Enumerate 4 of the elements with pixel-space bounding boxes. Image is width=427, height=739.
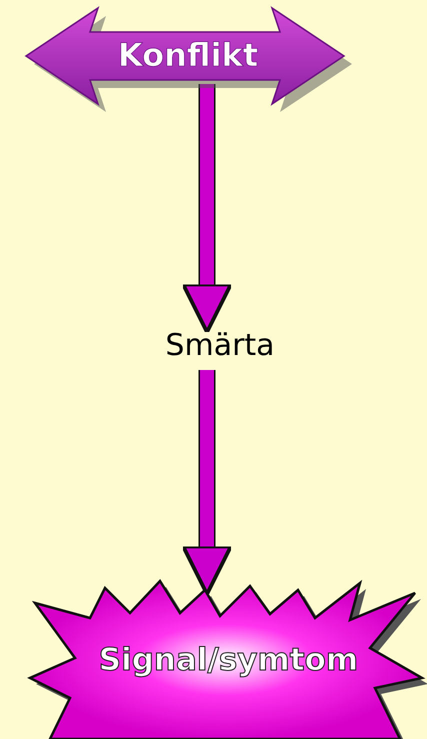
node-text: Smärta xyxy=(164,328,276,363)
arrow xyxy=(181,84,233,334)
arrow xyxy=(181,370,233,596)
title-text: Konflikt xyxy=(116,36,260,74)
